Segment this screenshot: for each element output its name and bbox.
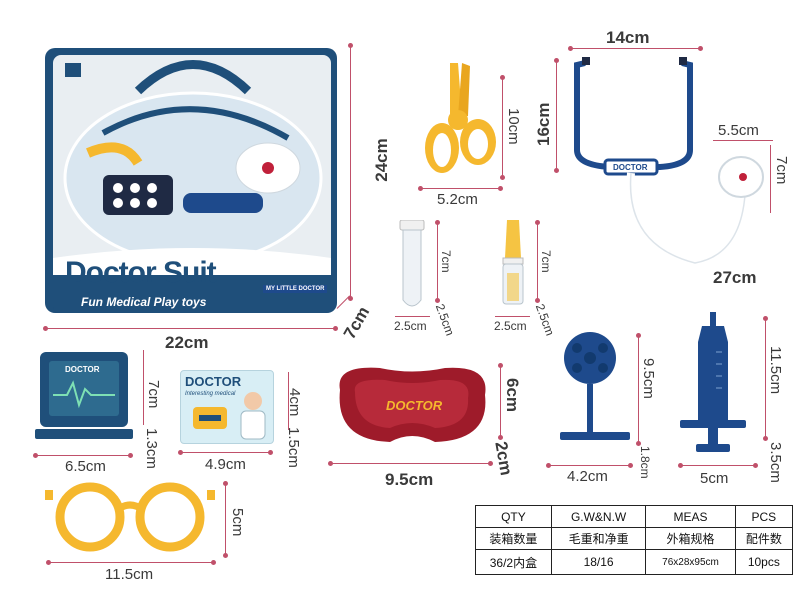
- monitor-image: DOCTOR: [35, 347, 135, 447]
- spec-value-pcs: 10pcs: [734, 549, 794, 575]
- dim-monitor-depth: 1.3cm: [143, 428, 160, 469]
- spec-header-meas-cn: 外箱规格: [645, 527, 736, 551]
- card-subtitle: Interesting medical: [185, 391, 236, 397]
- dim-tray-height: 6cm: [503, 378, 522, 413]
- box-tagline: Fun Medical Play toys: [81, 295, 207, 309]
- dim-tube1-w: 2.5cm: [394, 319, 427, 333]
- dim-card-depth: 1.5cm: [285, 427, 302, 468]
- spec-header-pcs-cn: 配件数: [734, 527, 794, 551]
- box-badge: MY LITTLE DOCTOR: [263, 285, 328, 293]
- doctor-card-image: DOCTOR Interesting medical: [180, 370, 274, 444]
- dim-bottle-w: 2.5cm: [494, 319, 527, 333]
- glasses-image: [45, 482, 215, 552]
- dim-scissors-width: 5.2cm: [437, 191, 478, 208]
- spec-header-weight-cn: 毛重和净重: [550, 527, 647, 551]
- tray-label: DOCTOR: [386, 398, 443, 413]
- dim-syringe-height: 11.5cm: [767, 346, 784, 395]
- head-mirror-image: [545, 330, 640, 450]
- dim-mirror-depth: 1.8cm: [638, 446, 652, 479]
- dim-steth-width: 14cm: [606, 28, 650, 47]
- dim-card-height: 4cm: [286, 388, 303, 417]
- dim-card-width: 4.9cm: [205, 456, 246, 473]
- dim-monitor-width: 6.5cm: [65, 458, 106, 475]
- dim-tube-length: 27cm: [713, 268, 757, 287]
- dim-bottle-height: 7cm: [539, 250, 553, 273]
- dim-box-height: 24cm: [372, 138, 391, 182]
- dim-mirror-height: 9.5cm: [640, 358, 657, 399]
- dim-box-depth: 7cm: [339, 303, 374, 343]
- dim-tube1-height: 7cm: [439, 250, 453, 273]
- dim-steth-height: 16cm: [534, 102, 553, 146]
- card-title: DOCTOR: [185, 374, 242, 389]
- monitor-label: DOCTOR: [65, 365, 100, 374]
- spec-value-weight: 18/16: [550, 549, 647, 575]
- dim-mirror-width: 4.2cm: [567, 468, 608, 485]
- dim-glasses-height: 5cm: [229, 508, 246, 537]
- dim-chest-height: 7cm: [773, 156, 790, 185]
- dim-tray-depth: 2cm: [491, 440, 516, 477]
- test-tube-image: [396, 219, 428, 312]
- dim-monitor-height: 7cm: [145, 380, 162, 409]
- dim-chest-width: 5.5cm: [718, 122, 759, 139]
- spec-header-pcs: PCS: [734, 504, 794, 529]
- dim-tray-width: 9.5cm: [385, 470, 434, 489]
- spec-header-qty-cn: 装箱数量: [475, 527, 552, 551]
- spec-header-meas: MEAS: [645, 504, 736, 529]
- brand-title: Doctor Suit: [65, 256, 217, 289]
- kidney-tray-image: DOCTOR: [330, 360, 495, 450]
- dim-syringe-depth: 3.5cm: [767, 442, 784, 483]
- dim-tube1-d: 2.5cm: [432, 302, 458, 338]
- dim-syringe-width: 5cm: [700, 470, 729, 487]
- spec-value-meas: 76x28x95cm: [645, 549, 736, 575]
- spec-value-qty: 36/2内盒: [475, 549, 552, 575]
- scissors-image: [420, 58, 502, 178]
- spec-table: QTY G.W&N.W MEAS PCS 装箱数量 毛重和净重 外箱规格 配件数…: [475, 504, 794, 575]
- spec-header-weight: G.W&N.W: [550, 504, 647, 529]
- stethoscope-image: DOCTOR: [565, 45, 775, 275]
- dim-glasses-width: 11.5cm: [105, 566, 154, 583]
- syringe-image: [672, 312, 762, 462]
- dim-scissors-height: 10cm: [505, 108, 522, 145]
- spec-header-qty: QTY: [475, 504, 552, 529]
- package-box: Doctor Suit Fun Medical Play toys MY LIT…: [43, 43, 343, 318]
- stethoscope-label: DOCTOR: [613, 163, 648, 172]
- dim-box-width: 22cm: [165, 333, 209, 352]
- medicine-bottle-image: [497, 218, 529, 310]
